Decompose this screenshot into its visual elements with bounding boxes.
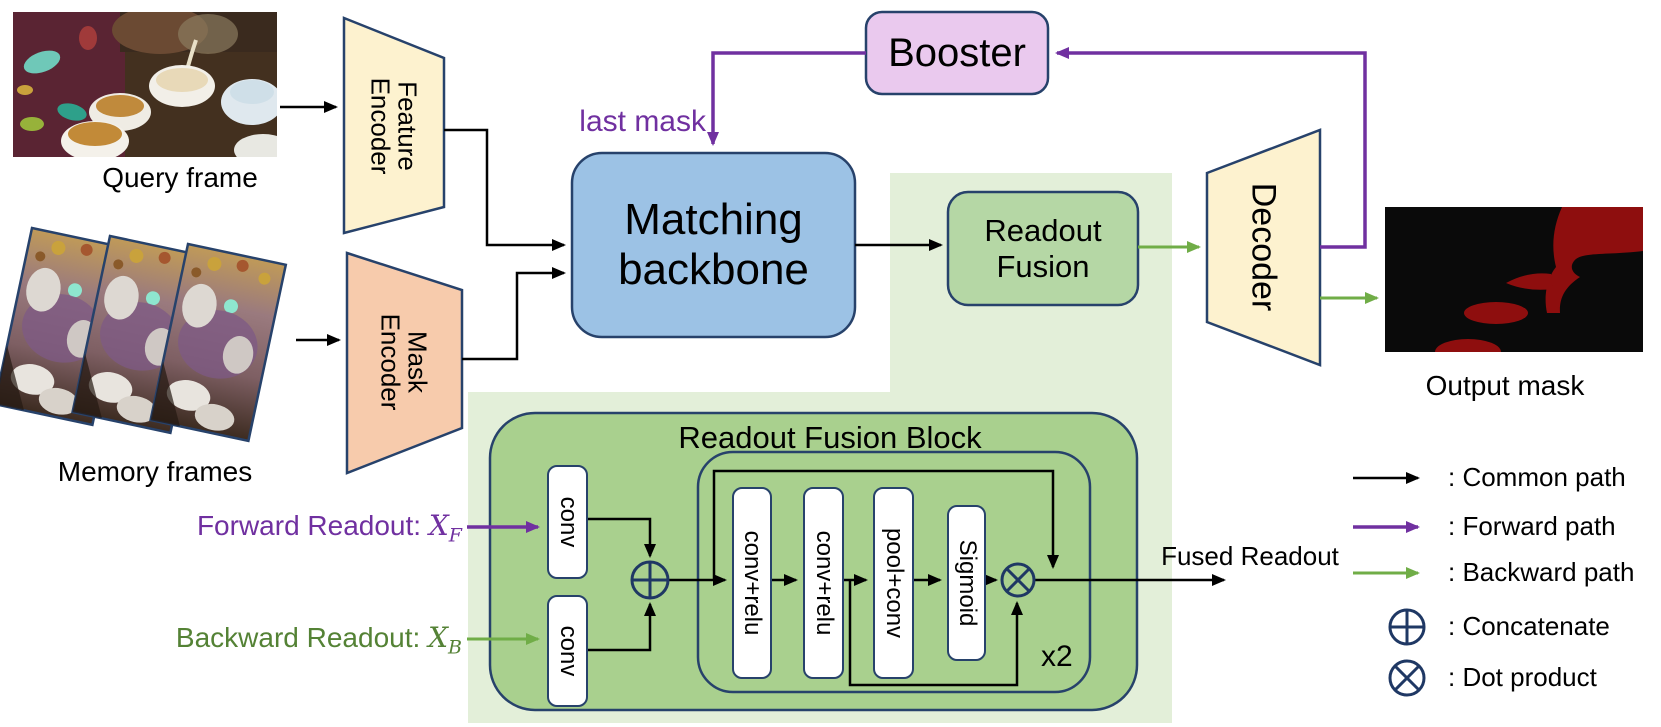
pill-conv-relu-2: conv+relu (803, 487, 844, 679)
pill-conv-forward-label: conv (554, 496, 582, 548)
query-frame-image (13, 12, 277, 157)
legend-dot-product-icon (1388, 659, 1426, 697)
pill-conv-relu-2-label: conv+relu (810, 530, 838, 636)
mask-encoder-shape (345, 251, 464, 475)
forward-readout-label: Forward Readout: XF (196, 509, 462, 547)
backward-readout-label: Backward Readout: XB (175, 621, 462, 659)
feature-encoder-label: Feature Encoder (366, 77, 423, 175)
pill-conv-forward: conv (547, 465, 588, 579)
last-mask-label: last mask (579, 105, 706, 138)
mask-to-backbone-wire (462, 267, 566, 361)
feature-to-backbone-wire (444, 128, 566, 251)
pill-conv-relu-1-label: conv+relu (739, 530, 766, 636)
readout-fusion-label: Readout Fusion (984, 212, 1102, 284)
legend-concatenate-label: : Concatenate (1448, 611, 1610, 641)
repeat-x2-label: x2 (1041, 640, 1073, 673)
skip-connection-wire (712, 469, 1059, 580)
booster-label: Booster (888, 30, 1026, 75)
pill-conv-relu-1: conv+relu (732, 487, 772, 679)
legend-dot-product-label: : Dot product (1448, 662, 1597, 692)
fused-readout-label: Fused Readout (1161, 541, 1339, 571)
concatenate-icon (630, 560, 670, 600)
memory-frames-label: Memory frames (57, 456, 253, 487)
feature-encoder-shape (342, 16, 446, 235)
pill-pool-conv: pool+conv (873, 487, 914, 679)
legend-backward-path-label: : Backward path (1448, 557, 1635, 587)
conv-backward-to-concat-wire (584, 602, 656, 652)
readout-fusion-block-title: Readout Fusion Block (678, 420, 982, 455)
dot-product-icon (1000, 562, 1036, 598)
pill-sigmoid-label: Sigmoid (953, 539, 981, 627)
legend-forward-path-label: : Forward path (1448, 511, 1616, 541)
legend-concatenate-icon (1388, 608, 1426, 646)
legend-common-path-label: : Common path (1448, 462, 1626, 492)
decoder-label: Decoder (1244, 182, 1283, 312)
matching-backbone-label: Matching backbone (618, 195, 809, 294)
pill-conv-backward: conv (547, 595, 588, 707)
pill-conv-backward-label: conv (554, 625, 582, 677)
pill-sigmoid: Sigmoid (947, 505, 986, 661)
output-mask-image (1385, 207, 1643, 352)
pill-pool-conv-label: pool+conv (880, 527, 908, 639)
query-frame-label: Query frame (102, 162, 258, 193)
conv-forward-to-concat-wire (584, 517, 656, 558)
mask-encoder-label: Mask Encoder (376, 313, 433, 411)
output-mask-label: Output mask (1425, 370, 1585, 401)
attention-bypass-wire (848, 580, 1023, 687)
decoder-shape (1205, 128, 1322, 367)
decoder-to-booster-wire (1055, 47, 1367, 249)
fusion-inner-loop-block (696, 450, 1092, 694)
booster-to-backbone-wire (707, 51, 866, 146)
